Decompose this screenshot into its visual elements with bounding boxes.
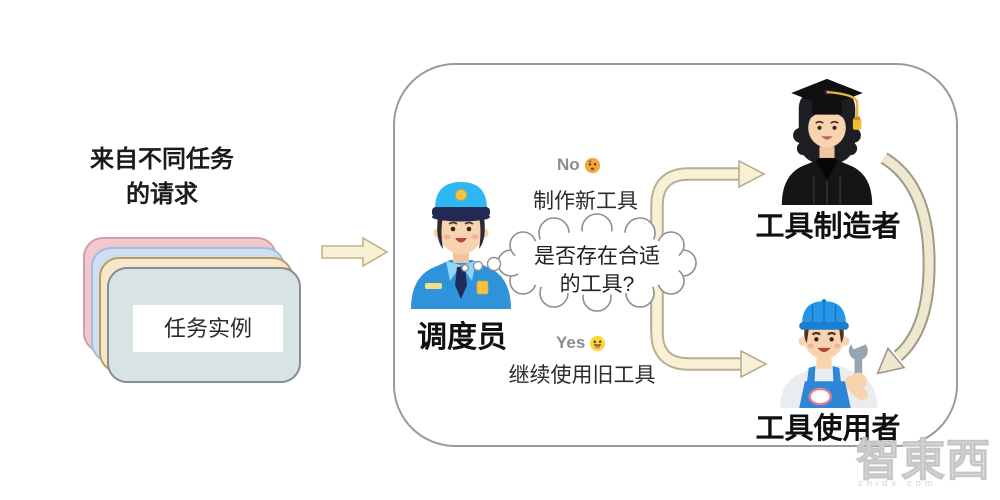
request-title-line1: 来自不同任务 — [90, 146, 234, 173]
question-line1: 是否存在合适 — [534, 245, 660, 268]
confused-emoji-icon — [584, 157, 600, 173]
no-branch: No — [557, 155, 601, 175]
input-arrow-icon — [321, 236, 389, 268]
yes-branch: Yes — [556, 333, 606, 353]
yes-label: Yes — [556, 333, 586, 352]
mechanic-icon — [780, 298, 878, 408]
question-line2: 的工具? — [559, 273, 635, 296]
graduate-icon — [781, 78, 873, 205]
wrench-icon — [845, 334, 868, 401]
police-officer-icon — [411, 182, 511, 309]
no-label: No — [557, 155, 580, 174]
tool-maker-label: 工具制造者 — [755, 211, 901, 243]
tool-user-label: 工具使用者 — [755, 413, 901, 445]
dispatcher-label: 调度员 — [417, 321, 507, 354]
happy-emoji-icon — [590, 335, 606, 351]
no-action-label: 制作新工具 — [533, 190, 638, 213]
yes-action-label: 继续使用旧工具 — [508, 364, 656, 387]
request-source-title: 来自不同任务 的请求 — [78, 142, 246, 212]
watermark-domain: zhidx.com — [858, 478, 937, 489]
watermark-brand: 智東西 — [855, 435, 991, 485]
request-title-line2: 的请求 — [126, 181, 198, 208]
task-card-label: 任务实例 — [133, 305, 283, 352]
